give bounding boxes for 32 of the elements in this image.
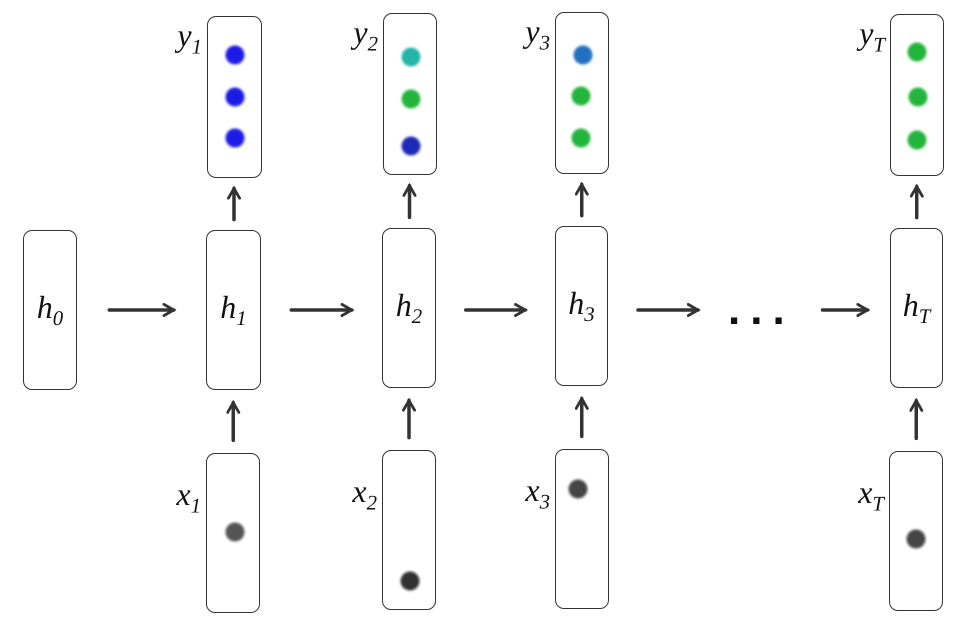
hidden-state-box xyxy=(890,228,943,388)
arrow xyxy=(820,303,870,317)
state-label: h$_{T}$ xyxy=(902,286,932,330)
state-label: h$_{1}$ xyxy=(219,288,248,332)
output-label: y$_{2}$ xyxy=(353,14,378,56)
input-label: x$_{T}$ xyxy=(858,474,884,516)
state-label: h$_{0}$ xyxy=(36,288,64,332)
state-label: h$_{3}$ xyxy=(567,284,596,328)
arrow xyxy=(108,303,176,317)
arrow xyxy=(464,303,527,317)
arrow xyxy=(290,303,354,317)
arrow xyxy=(910,184,924,220)
arrow xyxy=(227,186,241,222)
output-label: y$_{3}$ xyxy=(525,13,550,56)
input-label: x$_{1}$ xyxy=(176,476,201,518)
hidden-state-box xyxy=(23,230,77,390)
hidden-state-box xyxy=(555,226,608,386)
input-label: x$_{2}$ xyxy=(352,473,377,516)
arrow xyxy=(402,184,416,220)
state-label: h$_{2}$ xyxy=(394,286,424,330)
arrow xyxy=(402,398,416,440)
input-label: x$_{3}$ xyxy=(525,472,550,514)
hidden-state-box xyxy=(206,230,261,390)
output-label: y$_{1}$ xyxy=(177,17,202,60)
arrow xyxy=(574,396,589,438)
arrow xyxy=(909,398,924,440)
ellipsis: ... xyxy=(728,288,795,332)
arrow xyxy=(226,400,240,442)
hidden-state-box xyxy=(382,228,436,388)
arrow xyxy=(574,182,589,218)
output-label: y$_{T}$ xyxy=(859,15,885,58)
arrow xyxy=(636,303,700,317)
